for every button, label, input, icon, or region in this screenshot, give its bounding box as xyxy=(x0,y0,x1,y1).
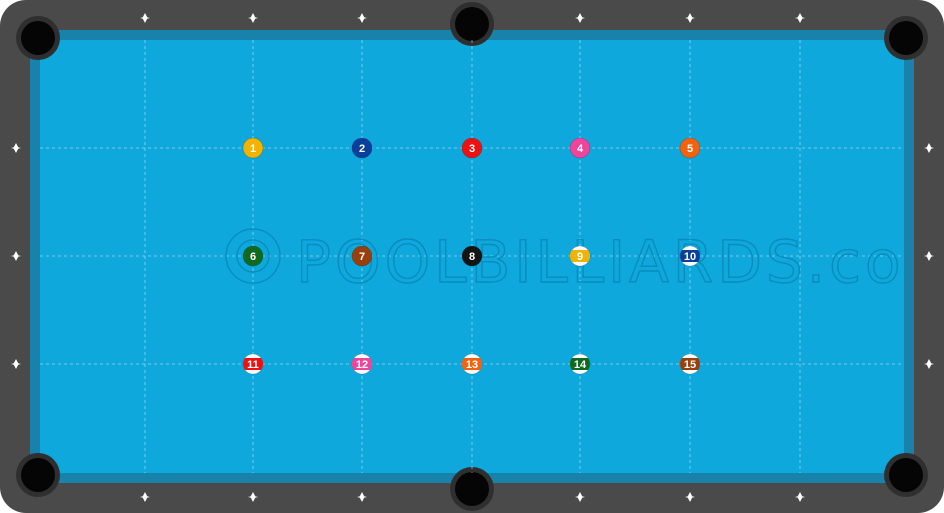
ball-1-number: 1 xyxy=(250,143,256,155)
ball-10-stripe xyxy=(680,250,700,262)
pocket-top-left xyxy=(16,16,60,60)
ball-7[interactable]: 7 xyxy=(351,245,373,267)
rail-diamond-cross xyxy=(924,254,934,258)
ball-8[interactable]: 8 xyxy=(461,245,483,267)
ball-5[interactable]: 5 xyxy=(679,137,701,159)
pocket-bottom-middle xyxy=(450,467,494,511)
ball-15-number: 15 xyxy=(684,359,696,371)
ball-2-number: 2 xyxy=(359,143,365,155)
pocket-bottom-right-hole xyxy=(889,458,923,492)
ball-4[interactable]: 4 xyxy=(569,137,591,159)
ball-14[interactable]: 14 xyxy=(569,353,591,375)
pocket-top-right xyxy=(884,16,928,60)
rail-diamond-cross xyxy=(140,495,150,499)
ball-4-body xyxy=(569,137,591,159)
pocket-bottom-right xyxy=(884,453,928,497)
pocket-bottom-left-hole xyxy=(21,458,55,492)
ball-13-stripe xyxy=(462,358,482,370)
pocket-top-right-hole xyxy=(889,21,923,55)
ball-13-number: 13 xyxy=(466,359,478,371)
ball-15[interactable]: 15 xyxy=(679,353,701,375)
rail-diamond-cross xyxy=(924,146,934,150)
ball-12-number: 12 xyxy=(356,359,368,371)
ball-10-number: 10 xyxy=(684,251,696,263)
ball-12[interactable]: 12 xyxy=(351,353,373,375)
rail-diamond-cross xyxy=(11,254,21,258)
rail-diamond-cross xyxy=(140,16,150,20)
rail-diamond-cross xyxy=(575,16,585,20)
ball-3[interactable]: 3 xyxy=(461,137,483,159)
rail-diamond-cross xyxy=(357,495,367,499)
ball-4-number: 4 xyxy=(577,143,584,155)
rail-diamond-cross xyxy=(795,16,805,20)
ball-14-number: 14 xyxy=(574,359,587,371)
ball-5-number: 5 xyxy=(687,143,693,155)
watermark-logo-outer-ring xyxy=(225,228,281,284)
ball-10[interactable]: 10 xyxy=(679,245,701,267)
ball-2-body xyxy=(351,137,373,159)
rail-diamonds xyxy=(11,13,934,502)
rail-diamond-cross xyxy=(357,16,367,20)
ball-11[interactable]: 11 xyxy=(242,353,264,375)
ball-3-number: 3 xyxy=(469,143,475,155)
pocket-bottom-left xyxy=(16,453,60,497)
rail-diamond-cross xyxy=(575,495,585,499)
rail-diamond-cross xyxy=(924,362,934,366)
ball-15-stripe xyxy=(680,358,700,370)
ball-13[interactable]: 13 xyxy=(461,353,483,375)
watermark: POOLBILLIARDS.co xyxy=(225,227,905,297)
ball-2[interactable]: 2 xyxy=(351,137,373,159)
rail-diamond-cross xyxy=(795,495,805,499)
rail-diamond-cross xyxy=(685,16,695,20)
pocket-bottom-middle-hole xyxy=(455,472,489,506)
ball-9-number: 9 xyxy=(577,251,583,263)
ball-9-stripe xyxy=(570,250,590,262)
ball-8-body xyxy=(461,245,483,267)
ball-1[interactable]: 1 xyxy=(242,137,264,159)
pocket-top-left-hole xyxy=(21,21,55,55)
rail-diamond-cross xyxy=(11,362,21,366)
rail-diamond-cross xyxy=(248,495,258,499)
ball-6-number: 6 xyxy=(250,251,256,263)
pocket-top-middle xyxy=(450,2,494,46)
ball-6[interactable]: 6 xyxy=(242,245,264,267)
pockets xyxy=(16,2,928,511)
watermark-text: POOLBILLIARDS.co xyxy=(296,228,905,296)
ball-1-body xyxy=(242,137,264,159)
ball-14-stripe xyxy=(570,358,590,370)
ball-8-number: 8 xyxy=(469,251,475,263)
ball-9[interactable]: 9 xyxy=(569,245,591,267)
ball-7-body xyxy=(351,245,373,267)
ball-5-body xyxy=(679,137,701,159)
ball-11-number: 11 xyxy=(247,359,259,371)
rail-diamond-cross xyxy=(248,16,258,20)
ball-6-body xyxy=(242,245,264,267)
ball-11-stripe xyxy=(243,358,263,370)
ball-3-body xyxy=(461,137,483,159)
ball-12-stripe xyxy=(352,358,372,370)
rail-diamond-cross xyxy=(11,146,21,150)
ball-7-number: 7 xyxy=(359,251,365,263)
rail-diamond-cross xyxy=(685,495,695,499)
pocket-top-middle-hole xyxy=(455,7,489,41)
watermark-logo-inner-ring xyxy=(236,239,270,273)
